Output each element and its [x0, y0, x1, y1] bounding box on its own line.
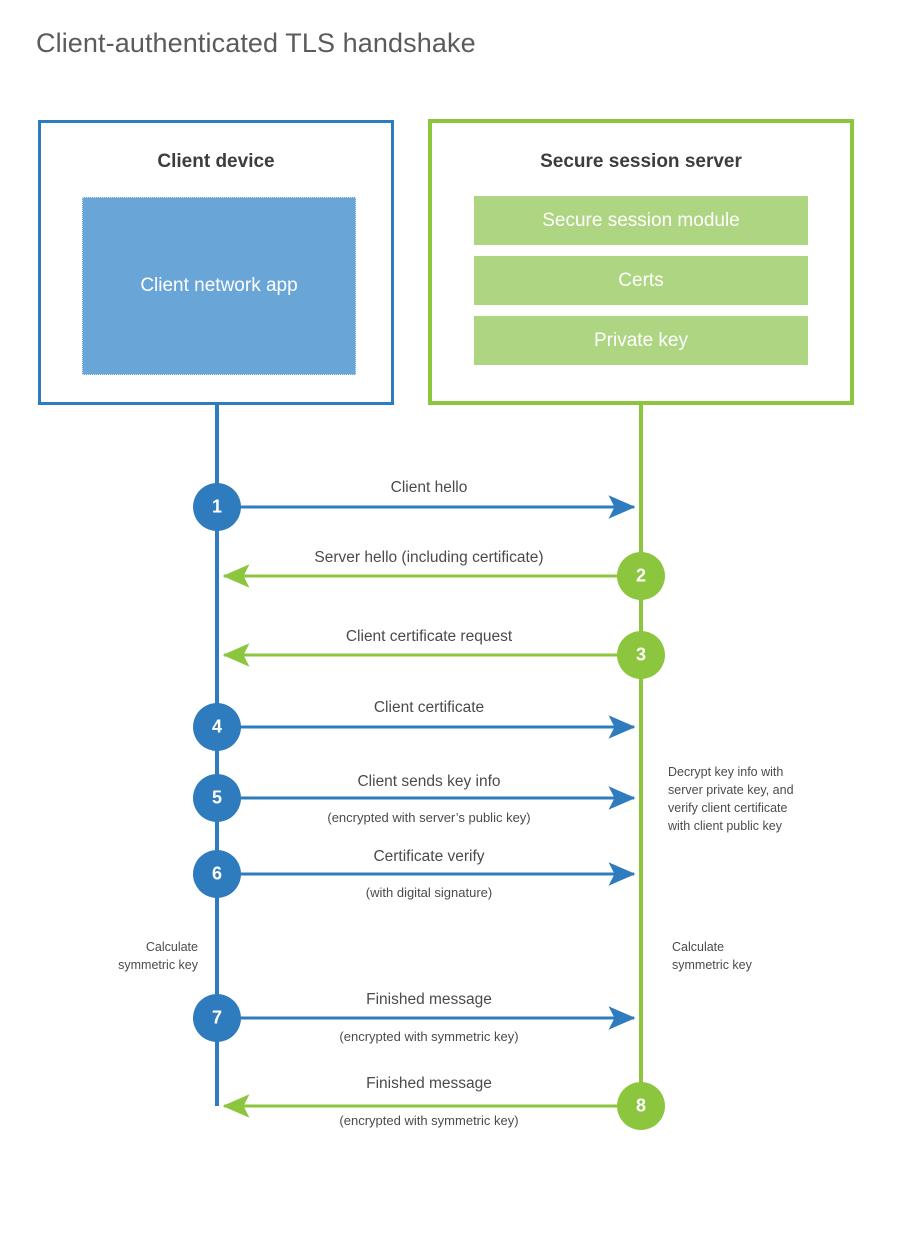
server-decrypt-note: Decrypt key info with server private key…	[668, 763, 848, 836]
step-badge-8	[617, 1082, 665, 1130]
client-calc-note-line-2: symmetric key	[118, 958, 198, 973]
step-badge-4	[193, 703, 241, 751]
server-components-list: Secure session module Certs Private key	[474, 196, 808, 365]
message-sublabel-6: (with digital signature)	[365, 885, 493, 900]
message-label-1: Client hello	[390, 479, 468, 496]
message-label-4: Client certificate	[373, 699, 485, 716]
server-decrypt-note-line-3: verify client certificate	[668, 801, 788, 816]
server-decrypt-note-line-2: server private key, and	[668, 783, 794, 798]
step-badge-2	[617, 552, 665, 600]
message-label-3: Client certificate request	[345, 628, 513, 645]
page-title: Client-authenticated TLS handshake	[36, 28, 476, 58]
server-calc-note-line-1: Calculate	[672, 940, 725, 954]
step-badge-6	[193, 850, 241, 898]
step-badge-5	[193, 774, 241, 822]
client-device-box: Client device Client network app	[38, 120, 394, 405]
client-device-title: Client device	[157, 151, 275, 172]
step-badge-7	[193, 994, 241, 1042]
message-sublabel-5: (encrypted with server’s public key)	[327, 810, 531, 825]
message-label-7: Finished message	[366, 991, 492, 1008]
client-network-app-block: Client network app	[82, 197, 356, 375]
message-label-6: Certificate verify	[373, 848, 485, 865]
secure-session-server-box: Secure session server Secure session mod…	[428, 119, 854, 405]
message-sublabel-8: (encrypted with symmetric key)	[339, 1113, 519, 1128]
server-calc-note-line-2: symmetric key	[672, 958, 752, 973]
server-decrypt-note-line-1: Decrypt key info with	[668, 765, 784, 779]
server-component-secure-session-module: Secure session module	[474, 196, 808, 245]
server-component-certs: Certs	[474, 256, 808, 305]
message-sublabel-7: (encrypted with symmetric key)	[339, 1029, 519, 1044]
step-badge-3	[617, 631, 665, 679]
server-component-private-key: Private key	[474, 316, 808, 365]
message-label-2: Server hello (including certificate)	[314, 549, 544, 566]
client-network-app-label: Client network app	[140, 275, 298, 297]
client-calculate-symmetric-key-note: Calculate symmetric key	[20, 938, 198, 974]
secure-session-server-title: Secure session server	[540, 151, 742, 172]
server-component-label: Certs	[618, 269, 664, 291]
server-decrypt-note-line-4: with client public key	[668, 819, 782, 834]
message-label-5: Client sends key info	[357, 773, 501, 790]
server-component-label: Private key	[594, 329, 688, 351]
server-calculate-symmetric-key-note: Calculate symmetric key	[672, 938, 852, 974]
client-calc-note-line-1: Calculate	[145, 940, 198, 954]
step-badge-1	[193, 483, 241, 531]
message-label-8: Finished message	[366, 1075, 492, 1092]
server-component-label: Secure session module	[542, 209, 740, 231]
